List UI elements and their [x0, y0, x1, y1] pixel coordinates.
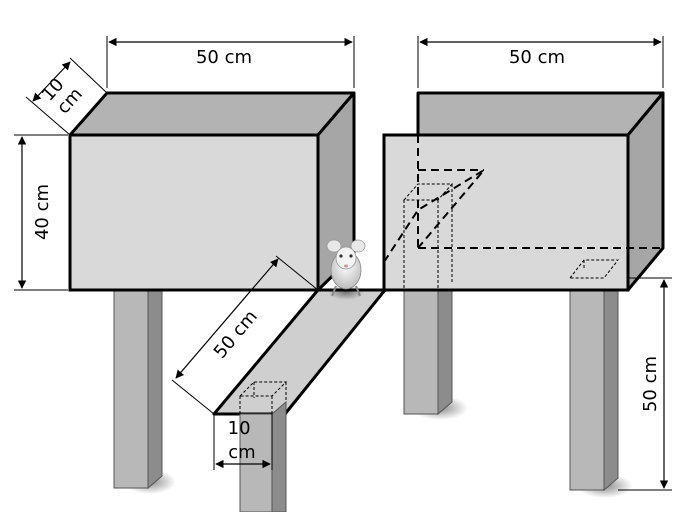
leg-height-dimension: 50 cm	[618, 277, 672, 491]
left-box	[68, 91, 356, 292]
leg-height-label: 50 cm	[640, 356, 661, 412]
height-dimension: 40 cm	[14, 134, 68, 291]
right-box-back-leg	[403, 281, 468, 420]
ramp-width-value-label: 10	[228, 418, 251, 439]
left-width-dimension: 50 cm	[106, 36, 355, 88]
ramp-width-unit-label: cm	[228, 442, 255, 463]
ramp-width-dimension: 10 cm	[213, 414, 273, 470]
svg-text:10 cm: 10 cm	[228, 418, 257, 463]
left-width-label: 50 cm	[196, 47, 252, 68]
right-box-front-leg	[569, 267, 633, 498]
left-box-leg	[113, 281, 176, 494]
mouse-icon	[326, 239, 366, 300]
ramp-length-label: 50 cm	[210, 306, 262, 362]
height-label: 40 cm	[32, 184, 53, 240]
right-width-dimension: 50 cm	[417, 36, 664, 88]
right-box	[382, 91, 665, 292]
svg-text:10 cm: 10 cm	[38, 70, 88, 119]
right-width-label: 50 cm	[509, 47, 565, 68]
